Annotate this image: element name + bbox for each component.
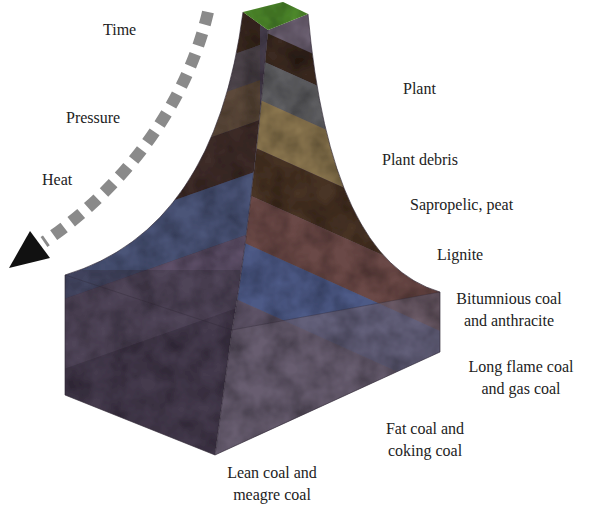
layer-label: Plant debris xyxy=(382,149,458,171)
right-face-strata xyxy=(200,0,460,470)
layer-label: Pressure xyxy=(66,107,120,129)
layer-label: Bitumnious coal and anthracite xyxy=(447,288,571,331)
layer-label: Long flame coal and gas coal xyxy=(458,356,584,399)
layer-label: Time xyxy=(103,19,136,41)
layer-label: Lignite xyxy=(437,244,483,266)
layer-label: Fat coal and coking coal xyxy=(372,418,478,461)
layer-label: Heat xyxy=(42,169,72,191)
layer-label: Lean coal and meagre coal xyxy=(210,462,334,505)
layer-label: Plant xyxy=(403,78,436,100)
grass-top xyxy=(243,2,308,30)
arrow-head xyxy=(9,231,50,268)
layer-label: Sapropelic, peat xyxy=(410,194,513,216)
block-edges xyxy=(65,12,440,455)
